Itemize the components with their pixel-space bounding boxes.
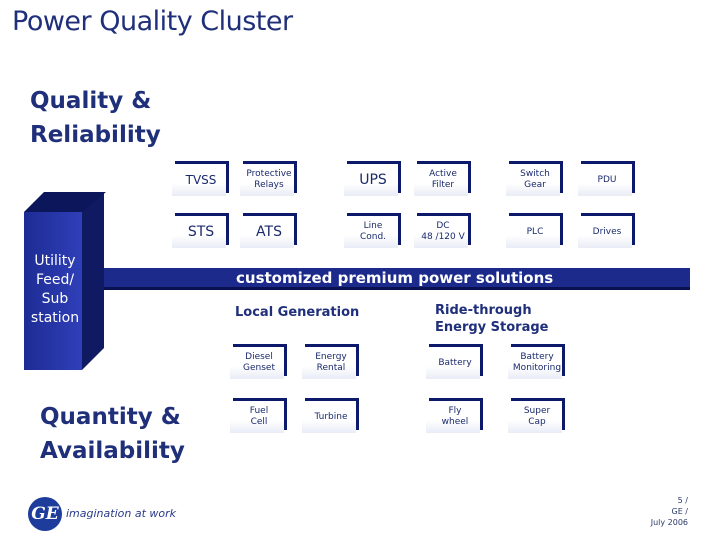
quantity-label-line-1: Quantity & xyxy=(40,404,181,430)
utility-box-side xyxy=(82,192,106,370)
utility-box-top xyxy=(24,192,106,214)
module-active-filter: Active Filter xyxy=(414,160,472,196)
module-label: ATS xyxy=(256,223,282,240)
module-label: PDU xyxy=(597,174,617,185)
page-title: Power Quality Cluster xyxy=(12,6,293,37)
module-line-cond: Line Cond. xyxy=(344,212,402,248)
module-drives: Drives xyxy=(578,212,636,248)
local-generation-title: Local Generation xyxy=(235,305,360,320)
module-label: Battery Monitoring xyxy=(512,352,562,373)
quantity-availability-label: Quantity & Availability xyxy=(40,400,185,468)
module-diesel-genset: Diesel Genset xyxy=(230,343,288,379)
quantity-label-line-2: Availability xyxy=(40,438,185,464)
utility-feed-label: Utility Feed/ Sub station xyxy=(30,253,80,326)
module-switch-gear: Switch Gear xyxy=(506,160,564,196)
module-label: Protective Relays xyxy=(246,169,292,190)
module-energy-rental: Energy Rental xyxy=(302,343,360,379)
module-label: Fly wheel xyxy=(441,406,469,427)
tagline: imagination at work xyxy=(66,507,176,520)
premium-power-text: customized premium power solutions xyxy=(236,269,554,287)
module-sts: STS xyxy=(172,212,230,248)
module-label: Diesel Genset xyxy=(243,352,275,373)
module-label: TVSS xyxy=(185,172,217,187)
module-tvss: TVSS xyxy=(172,160,230,196)
quality-reliability-label: Quality & Reliability xyxy=(30,84,161,152)
ge-logo-text: GE xyxy=(31,504,59,524)
module-label: Line Cond. xyxy=(359,221,387,242)
module-label: Energy Rental xyxy=(315,352,347,373)
ride-through-line-2: Energy Storage xyxy=(435,320,549,335)
module-flywheel: Fly wheel xyxy=(426,397,484,433)
module-label: Battery xyxy=(438,357,472,368)
module-battery: Battery xyxy=(426,343,484,379)
module-pdu: PDU xyxy=(578,160,636,196)
slide-number: 5 / xyxy=(677,496,688,505)
module-label: Super Cap xyxy=(523,406,551,427)
module-label: Turbine xyxy=(314,411,348,422)
module-label: Fuel Cell xyxy=(249,406,269,427)
utility-feed-box xyxy=(24,202,92,370)
module-label: UPS xyxy=(359,171,387,188)
quality-label-line-1: Quality & xyxy=(30,88,152,114)
quality-label-line-2: Reliability xyxy=(30,122,161,148)
module-super-cap: Super Cap xyxy=(508,397,566,433)
module-label: DC 48 /120 V xyxy=(421,221,465,242)
module-ups: UPS xyxy=(344,160,402,196)
module-label: Active Filter xyxy=(429,169,457,190)
module-label: Drives xyxy=(592,226,622,237)
module-battery-monitoring: Battery Monitoring xyxy=(508,343,566,379)
module-dc-48-120v: DC 48 /120 V xyxy=(414,212,472,248)
ride-through-title: Ride-through Energy Storage xyxy=(435,302,548,336)
ride-through-line-1: Ride-through xyxy=(435,303,532,318)
module-label: STS xyxy=(187,223,215,240)
module-label: PLC xyxy=(526,226,544,237)
module-ats: ATS xyxy=(240,212,298,248)
module-protective-relays: Protective Relays xyxy=(240,160,298,196)
module-plc: PLC xyxy=(506,212,564,248)
premium-power-bar xyxy=(104,268,690,288)
slide-company: GE / xyxy=(671,507,689,516)
module-turbine: Turbine xyxy=(302,397,360,433)
module-label: Switch Gear xyxy=(520,169,550,190)
slide-info: 5 / GE / July 2006 xyxy=(651,495,688,528)
module-fuel-cell: Fuel Cell xyxy=(230,397,288,433)
bar-shadow xyxy=(104,287,690,290)
slide-date: July 2006 xyxy=(650,518,688,527)
ge-logo-icon: GE xyxy=(28,497,62,531)
